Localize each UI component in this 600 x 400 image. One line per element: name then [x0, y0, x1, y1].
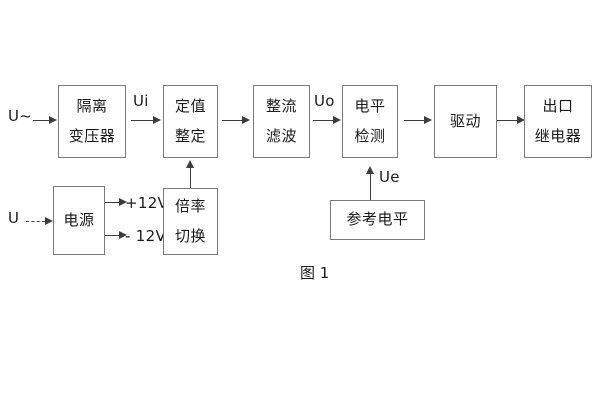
block-drive-line1: 驱动	[449, 111, 481, 130]
signal-label-positive-12v: +12V	[125, 194, 169, 212]
arrow-dc-source-to-power-supply	[26, 217, 53, 226]
input-label-ac-source: U~	[8, 107, 33, 125]
block-isolation-transformer-line2: 变压器	[68, 126, 116, 145]
block-drive: 驱动	[434, 85, 497, 158]
block-power-supply: 电源	[53, 186, 105, 255]
block-setting-value-line1: 定值	[174, 96, 206, 115]
block-rectifier-filter-line2: 滤波	[265, 126, 297, 145]
arrow-isolation-transformer-to-setting-value	[131, 116, 161, 125]
arrow-power-supply-positive-rail	[105, 198, 127, 207]
block-isolation-transformer-line1: 隔离	[76, 96, 108, 115]
signal-label-ue: Ue	[379, 168, 400, 186]
block-level-detection: 电平 检测	[342, 85, 398, 158]
block-level-detection-line1: 电平	[354, 96, 386, 115]
block-rectifier-filter: 整流 滤波	[253, 85, 310, 158]
arrow-multiplier-switch-to-setting-value	[186, 160, 195, 188]
block-setting-value-line2: 整定	[174, 126, 206, 145]
block-rectifier-filter-line1: 整流	[265, 96, 297, 115]
block-level-detection-line2: 检测	[354, 126, 386, 145]
block-multiplier-switch-line1: 倍率	[174, 196, 206, 215]
arrow-rectifier-filter-to-level-detection	[313, 116, 341, 125]
block-setting-value: 定值 整定	[163, 85, 218, 158]
signal-label-ui: Ui	[133, 92, 149, 110]
arrow-ac-source-to-isolation-transformer	[33, 116, 57, 125]
input-label-dc-source: U	[8, 209, 20, 227]
block-multiplier-switch: 倍率 切换	[163, 188, 218, 255]
arrow-reference-level-to-level-detection	[366, 166, 375, 200]
block-output-relay: 出口 继电器	[524, 85, 592, 158]
figure-caption: 图 1	[300, 264, 330, 282]
block-reference-level-line1: 参考电平	[346, 210, 409, 229]
block-reference-level: 参考电平	[330, 200, 425, 240]
arrow-level-detection-to-drive	[404, 116, 432, 125]
block-output-relay-line1: 出口	[542, 96, 574, 115]
arrow-setting-value-to-rectifier-filter	[222, 116, 250, 125]
signal-label-negative-12v: - 12V	[125, 227, 167, 245]
block-isolation-transformer: 隔离 变压器	[58, 85, 126, 158]
block-power-supply-line1: 电源	[63, 210, 95, 229]
arrow-drive-to-output-relay	[497, 116, 525, 125]
arrow-power-supply-negative-rail	[105, 231, 127, 240]
block-output-relay-line2: 继电器	[534, 126, 582, 145]
block-multiplier-switch-line2: 切换	[174, 226, 206, 245]
signal-label-uo: Uo	[314, 92, 335, 110]
